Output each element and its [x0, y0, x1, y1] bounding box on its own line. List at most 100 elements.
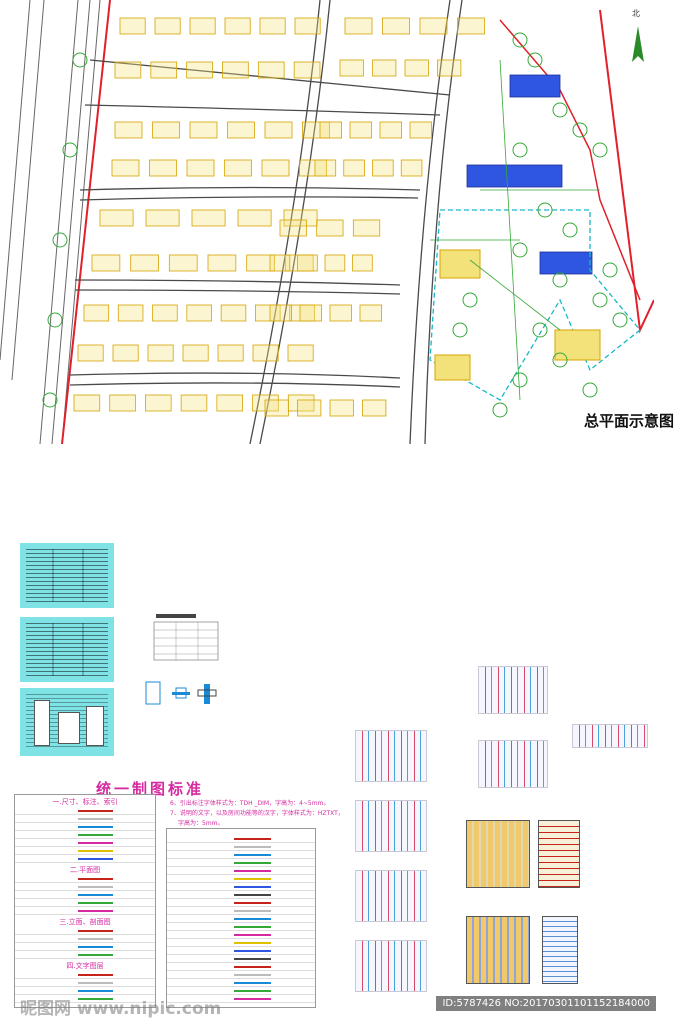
house — [222, 61, 249, 79]
house — [319, 121, 343, 139]
tree-icon — [52, 232, 68, 248]
legend-row — [15, 943, 155, 951]
legend-row — [15, 995, 155, 1003]
line-swatch — [233, 998, 271, 1000]
house — [382, 17, 410, 35]
legend-row — [167, 835, 315, 843]
legend-row — [15, 935, 155, 943]
watermark-logo: 昵图网 www.nipic.com — [20, 999, 222, 1019]
tree-icon — [602, 262, 618, 278]
house — [344, 17, 373, 35]
floor-plan-tile — [355, 730, 427, 782]
line-swatch — [78, 858, 113, 860]
house — [259, 17, 286, 35]
house — [352, 254, 373, 272]
tree-icon — [562, 222, 578, 238]
drawing-standard-title: 统一制图标准 — [95, 780, 204, 798]
house — [246, 254, 275, 272]
section-header: 三.立面、剖面图 — [59, 918, 111, 926]
trees-group — [42, 32, 628, 418]
house — [180, 394, 208, 412]
blue-buildings — [466, 74, 593, 275]
legend-row — [167, 995, 315, 1003]
legend-row — [167, 915, 315, 923]
legend-row — [15, 987, 155, 995]
legend-row — [167, 947, 315, 955]
tree-icon — [492, 402, 508, 418]
line-swatch — [233, 910, 271, 912]
elevation-4 — [542, 916, 578, 984]
line-swatch — [78, 834, 113, 836]
tree-icon — [572, 122, 588, 138]
line-swatch — [233, 934, 271, 936]
line-swatch — [78, 938, 113, 940]
legend-row — [15, 979, 155, 987]
tree-icon — [512, 142, 528, 158]
house — [114, 121, 143, 139]
green-links — [430, 59, 600, 401]
internal-roads — [69, 0, 463, 444]
house — [111, 159, 140, 177]
line-swatch — [233, 926, 271, 928]
floor-plan-tile — [478, 740, 548, 788]
site-plan-title: 总平面示意图 — [583, 412, 674, 430]
house — [269, 304, 293, 322]
tree-icon — [582, 382, 598, 398]
line-swatch — [78, 842, 113, 844]
site-plan-drawing — [0, 0, 654, 444]
house — [314, 159, 337, 177]
legend-row — [167, 963, 315, 971]
tree-icon — [592, 142, 608, 158]
watermark-bar: 昵图网 www.nipic.com ID:5787426 NO:20170301… — [0, 986, 674, 1024]
house — [252, 394, 279, 412]
line-swatch — [78, 974, 113, 976]
house — [112, 344, 139, 362]
house — [261, 159, 290, 177]
tree-icon — [532, 322, 548, 338]
standard-table-left: 一.尺寸、标注、索引 二.平面图 三.立面、剖面图 四.文字图层 — [14, 794, 156, 1008]
house — [283, 209, 318, 227]
tree-icon — [552, 272, 568, 288]
house — [186, 61, 213, 79]
legend-row — [167, 979, 315, 987]
house — [297, 399, 322, 417]
detail-symbols — [140, 680, 240, 720]
house — [349, 121, 373, 139]
dashed-zone — [429, 209, 641, 401]
line-swatch — [233, 942, 271, 944]
legend-row — [15, 951, 155, 959]
house — [352, 219, 381, 237]
house — [114, 61, 142, 79]
legend-row — [167, 899, 315, 907]
blue-building — [466, 164, 563, 188]
legend-row — [167, 843, 315, 851]
tree-icon — [552, 352, 568, 368]
house — [168, 254, 198, 272]
house — [457, 17, 485, 35]
elevation-2 — [538, 820, 580, 888]
line-swatch — [233, 878, 271, 880]
house — [224, 159, 252, 177]
elevation-1 — [466, 820, 530, 888]
legend-row — [167, 923, 315, 931]
house — [404, 59, 429, 77]
house — [237, 209, 272, 227]
house — [91, 254, 121, 272]
line-swatch — [233, 966, 271, 968]
legend-row — [15, 807, 155, 815]
floor-plan-tile — [355, 940, 427, 992]
line-swatch — [233, 894, 271, 896]
line-swatch — [233, 846, 271, 848]
house — [339, 59, 364, 77]
tree-icon — [537, 202, 553, 218]
house — [145, 209, 180, 227]
house — [227, 121, 255, 139]
legend-row — [15, 891, 155, 899]
legend-row — [15, 855, 155, 863]
house — [343, 159, 365, 177]
house — [437, 59, 462, 77]
section-header: 四.文字图层 — [66, 962, 104, 970]
legend-row — [15, 927, 155, 935]
floor-plan-tile — [478, 666, 548, 714]
house — [302, 121, 330, 139]
